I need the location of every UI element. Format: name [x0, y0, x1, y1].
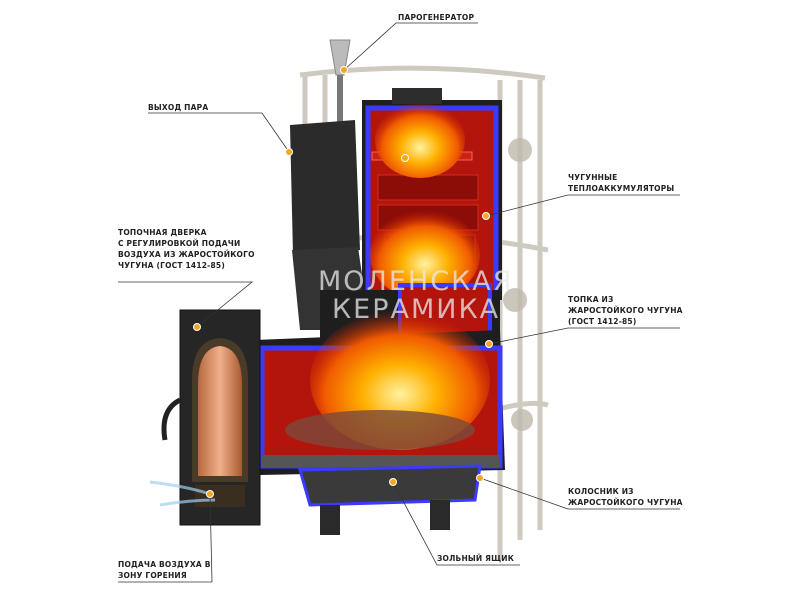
label-line: С РЕГУЛИРОВКОЙ ПОДАЧИ: [118, 239, 241, 248]
watermark-line: МОЛЕНСКАЯ: [318, 266, 514, 297]
label-heat-accumulators: ЧУГУННЫЕ ТЕПЛОАККУМУЛЯТОРЫ: [568, 172, 674, 194]
label-grate: КОЛОСНИК ИЗ ЖАРОСТОЙКОГО ЧУГУНА: [568, 486, 683, 508]
label-line: ТЕПЛОАККУМУЛЯТОРЫ: [568, 184, 675, 193]
watermark-line: КЕРАМИКА: [332, 294, 501, 325]
label-steam-outlet: ВЫХОД ПАРА: [148, 103, 209, 112]
label-line: ЧУГУНА (ГОСТ 1412-85): [118, 261, 225, 270]
label-line: ЖАРОСТОЙКОГО ЧУГУНА: [568, 306, 683, 315]
watermark: МОЛЕНСКАЯ КЕРАМИКА: [318, 268, 513, 324]
label-line: ПОДАЧА ВОЗДУХА В: [118, 560, 211, 569]
label-steam-generator: ПАРОГЕНЕРАТОР: [398, 13, 475, 22]
label-line: ТОПКА ИЗ: [568, 295, 614, 304]
label-line: (ГОСТ 1412-85): [568, 317, 637, 326]
callout-dots: [193, 66, 493, 498]
label-line: ТОПОЧНАЯ ДВЕРКА: [118, 228, 207, 237]
leader-lines: [118, 22, 680, 583]
label-firebox-door: ТОПОЧНАЯ ДВЕРКА С РЕГУЛИРОВКОЙ ПОДАЧИ ВО…: [118, 227, 255, 271]
label-air-supply: ПОДАЧА ВОЗДУХА В ЗОНУ ГОРЕНИЯ: [118, 559, 211, 581]
label-line: ВОЗДУХА ИЗ ЖАРОСТОЙКОГО: [118, 250, 255, 259]
label-firebox: ТОПКА ИЗ ЖАРОСТОЙКОГО ЧУГУНА (ГОСТ 1412-…: [568, 294, 683, 327]
label-line: КОЛОСНИК ИЗ: [568, 487, 634, 496]
label-line: ЧУГУННЫЕ: [568, 173, 618, 182]
label-ash-box: ЗОЛЬНЫЙ ЯЩИК: [437, 554, 515, 563]
label-line: ЖАРОСТОЙКОГО ЧУГУНА: [568, 498, 683, 507]
label-line: ЗОНУ ГОРЕНИЯ: [118, 571, 187, 580]
